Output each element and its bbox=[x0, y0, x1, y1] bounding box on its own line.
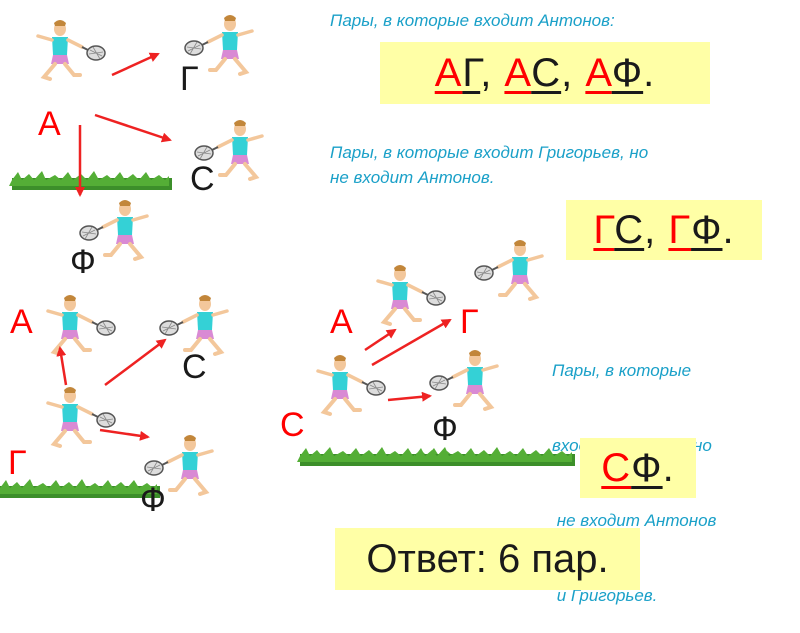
arrow-a-g-1 bbox=[111, 52, 160, 77]
label-s-1: С bbox=[190, 160, 215, 198]
label-f-3: Ф bbox=[432, 410, 458, 448]
pair-separator: . bbox=[722, 207, 735, 252]
pair-second-letter: Ф bbox=[611, 50, 644, 95]
label-s-2: С bbox=[182, 348, 207, 386]
pair-second-letter: Г bbox=[462, 50, 481, 95]
pair-item: АС, bbox=[504, 51, 585, 96]
pair-second-letter: С bbox=[614, 207, 645, 252]
arrow-g-f-2 bbox=[99, 428, 150, 441]
player-a3 bbox=[376, 263, 447, 326]
pairs-box-grigoriev: ГС, ГФ. bbox=[566, 200, 762, 260]
label-a-1: А bbox=[38, 105, 61, 143]
pair-item: ГС, bbox=[593, 208, 668, 253]
player-a1 bbox=[36, 18, 107, 81]
diagram1-figures bbox=[9, 15, 262, 259]
label-s-3: С bbox=[280, 406, 305, 444]
caption-grigoriev-line1: Пары, в которые входит Григорьев, но bbox=[330, 143, 649, 162]
pair-first-letter: Г bbox=[593, 207, 615, 252]
pair-item: АФ. bbox=[585, 51, 655, 96]
pair-separator: , bbox=[561, 50, 586, 95]
diagram3-figures bbox=[297, 240, 575, 466]
label-f-1: Ф bbox=[70, 243, 96, 281]
arrow-a-s-1 bbox=[94, 113, 172, 143]
player-g3 bbox=[475, 240, 542, 299]
diagram2-figures bbox=[0, 293, 227, 498]
player-f3 bbox=[430, 350, 497, 409]
label-f-2: Ф bbox=[140, 481, 166, 519]
answer-box: Ответ: 6 пар. bbox=[335, 528, 640, 590]
pair-separator: . bbox=[662, 445, 675, 490]
arrow-g-s-2 bbox=[104, 338, 167, 386]
pair-first-letter: Г bbox=[668, 207, 692, 252]
pair-first-letter: А bbox=[504, 50, 532, 95]
pair-item: СФ. bbox=[601, 446, 674, 491]
pair-second-letter: Ф bbox=[631, 445, 663, 490]
label-g-1: Г bbox=[180, 60, 199, 98]
player-s2 bbox=[160, 295, 227, 354]
arrow-s-f-3 bbox=[387, 391, 432, 402]
grass-1 bbox=[9, 171, 172, 190]
pairs-box-sergeev: СФ. bbox=[580, 438, 696, 498]
pair-second-letter: С bbox=[531, 50, 562, 95]
pair-item: ГФ. bbox=[668, 208, 734, 253]
pair-first-letter: С bbox=[601, 445, 632, 490]
arrow-s-g-3 bbox=[371, 318, 452, 367]
pair-separator: , bbox=[644, 207, 669, 252]
pair-separator: , bbox=[480, 50, 505, 95]
label-a-2: А bbox=[10, 303, 33, 341]
caption-sergeev-line1: Пары, в которые bbox=[552, 361, 692, 380]
arrow-g-a-2 bbox=[56, 346, 68, 386]
label-g-3: Г bbox=[460, 303, 479, 341]
pair-second-letter: Ф bbox=[691, 207, 723, 252]
scene bbox=[0, 0, 575, 498]
label-a-3: А bbox=[330, 303, 353, 341]
pairs-box-antonov: АГ, АС, АФ. bbox=[380, 42, 710, 104]
label-g-2: Г bbox=[8, 444, 27, 482]
player-g2 bbox=[46, 385, 117, 448]
arrow-s-a-3 bbox=[364, 328, 397, 352]
pair-separator: . bbox=[643, 50, 656, 95]
pair-item: АГ, bbox=[435, 51, 505, 96]
caption-antonov: Пары, в которые входит Антонов: bbox=[330, 11, 615, 30]
pair-first-letter: А bbox=[585, 50, 612, 95]
pair-first-letter: А bbox=[434, 50, 463, 95]
caption-grigoriev: Пары, в которые входит Григорьев, но не … bbox=[330, 140, 648, 190]
grass-3b bbox=[412, 447, 575, 466]
caption-grigoriev-line2: не входит Антонов. bbox=[330, 168, 495, 187]
player-a2 bbox=[46, 293, 117, 356]
caption-sergeev-line3: не входит Антонов bbox=[552, 511, 717, 530]
